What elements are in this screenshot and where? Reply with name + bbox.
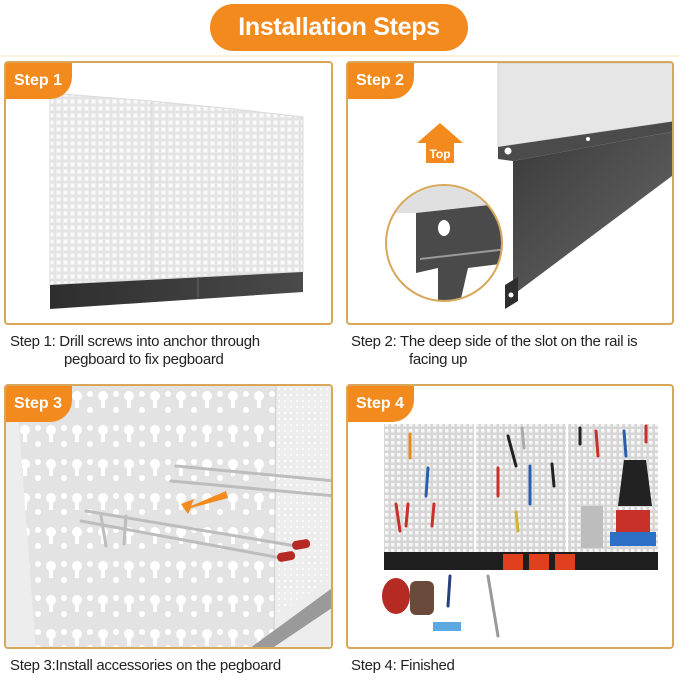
step-1-caption: Step 1: Drill screws into anchor through… <box>10 333 260 368</box>
step-4-panel: Step 4 <box>346 384 674 649</box>
step-4-caption: Step 4: Finished <box>351 657 455 674</box>
title-divider <box>0 55 679 57</box>
finished-pegboard-illustration <box>382 424 658 638</box>
step-2-panel: Step 2 Top <box>346 61 674 325</box>
svg-text:Top: Top <box>429 147 450 161</box>
step-2-tag: Step 2 <box>348 63 414 99</box>
page-title: Installation Steps <box>210 4 468 51</box>
step-3-tag: Step 3 <box>6 386 72 422</box>
step-3-panel: Step 3 <box>4 384 333 649</box>
step-1-tag: Step 1 <box>6 63 72 99</box>
top-arrow-icon <box>417 123 463 163</box>
step-4-tag: Step 4 <box>348 386 414 422</box>
hooks-on-pegboard-illustration <box>6 386 331 647</box>
step-3-caption: Step 3:Install accessories on the pegboa… <box>10 657 281 674</box>
step-1-panel: Step 1 <box>4 61 333 325</box>
step-2-caption: Step 2: The deep side of the slot on the… <box>351 333 638 368</box>
insert-arrow-icon <box>181 491 228 514</box>
pegboard-panels-illustration <box>49 92 304 309</box>
rail-closeup-illustration: Top <box>385 63 672 309</box>
